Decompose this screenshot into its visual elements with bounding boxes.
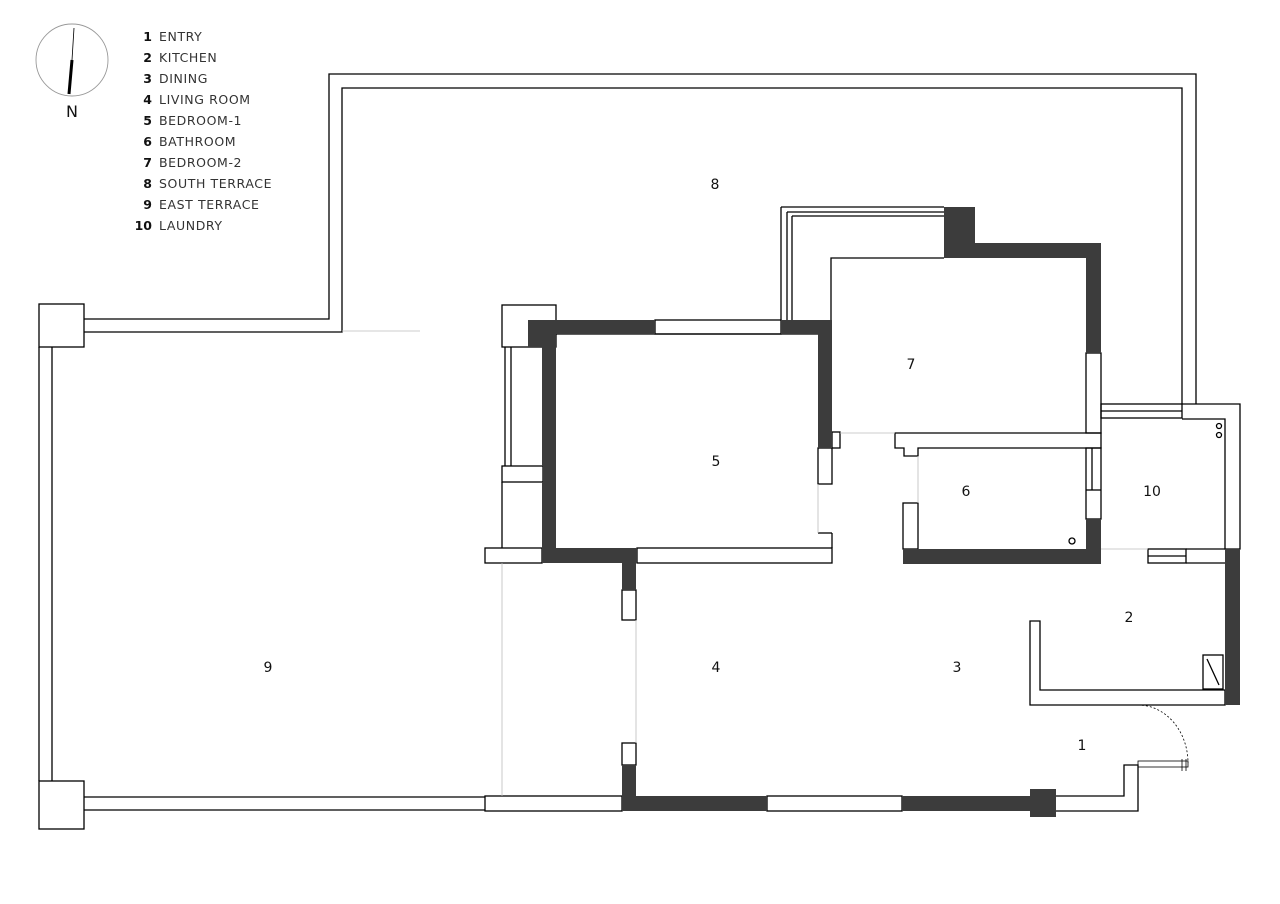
north-label: N bbox=[66, 102, 78, 121]
legend-number: 6 bbox=[143, 134, 152, 149]
north-arrow: N bbox=[35, 23, 109, 121]
legend-number: 4 bbox=[143, 92, 152, 107]
wall-bathroom bbox=[903, 519, 1101, 564]
window-bedroom1-south bbox=[654, 319, 782, 335]
legend-item: 9 EAST TERRACE bbox=[128, 194, 272, 215]
south-terrace-wall bbox=[84, 73, 1197, 404]
legend-item: 6 BATHROOM bbox=[128, 131, 272, 152]
legend-number: 8 bbox=[143, 176, 152, 191]
corner-column-top bbox=[38, 303, 85, 348]
room-label-4: 4 bbox=[712, 660, 721, 676]
room-label-10: 10 bbox=[1143, 484, 1161, 500]
room-label-3: 3 bbox=[953, 660, 962, 676]
south-terrace-wall-inner bbox=[84, 87, 1183, 404]
room-label-9: 9 bbox=[264, 660, 273, 676]
legend-number: 9 bbox=[143, 197, 152, 212]
legend-item: 7 BEDROOM-2 bbox=[128, 152, 272, 173]
wall-bedroom1 bbox=[528, 320, 655, 563]
legend-label: KITCHEN bbox=[159, 50, 218, 65]
window-bottom-mid bbox=[766, 795, 903, 812]
legend-number: 5 bbox=[143, 113, 152, 128]
legend-item: 10 LAUNDRY bbox=[128, 215, 272, 236]
compass-icon bbox=[35, 23, 109, 97]
legend-label: BATHROOM bbox=[159, 134, 237, 149]
room-label-8: 8 bbox=[711, 177, 720, 193]
legend-item: 3 DINING bbox=[128, 68, 272, 89]
legend-item: 4 LIVING ROOM bbox=[128, 89, 272, 110]
room-label-2: 2 bbox=[1125, 610, 1134, 626]
legend-label: LIVING ROOM bbox=[159, 92, 251, 107]
room-labels: 1 2 3 4 5 6 7 8 9 10 bbox=[264, 177, 1161, 754]
room-label-6: 6 bbox=[962, 484, 971, 500]
legend-item: 8 SOUTH TERRACE bbox=[128, 173, 272, 194]
legend-label: DINING bbox=[159, 71, 208, 86]
entry-wall bbox=[1056, 764, 1139, 812]
room-label-1: 1 bbox=[1078, 738, 1087, 754]
entry-door-swing bbox=[1137, 704, 1189, 764]
wall-bottom bbox=[622, 796, 767, 811]
legend-label: LAUNDRY bbox=[159, 218, 223, 233]
legend-label: ENTRY bbox=[159, 29, 203, 44]
legend-item: 2 KITCHEN bbox=[128, 47, 272, 68]
kitchen-counter bbox=[1029, 620, 1226, 706]
legend-number: 10 bbox=[134, 218, 152, 233]
window-bottom-left bbox=[484, 795, 623, 812]
room-label-5: 5 bbox=[712, 454, 721, 470]
legend-label: BEDROOM-2 bbox=[159, 155, 243, 170]
legend-label: SOUTH TERRACE bbox=[159, 176, 273, 191]
legend-number: 1 bbox=[143, 29, 152, 44]
legend-number: 7 bbox=[143, 155, 152, 170]
wall-bedroom2 bbox=[944, 207, 1101, 353]
corner-column-bottom bbox=[38, 780, 85, 830]
legend-item: 1 ENTRY bbox=[128, 26, 272, 47]
wall-kitchen-east bbox=[1225, 549, 1240, 705]
legend-label: BEDROOM-1 bbox=[159, 113, 243, 128]
room-label-7: 7 bbox=[907, 357, 916, 373]
legend-item: 5 BEDROOM-1 bbox=[128, 110, 272, 131]
kitchen-sink bbox=[1202, 654, 1224, 690]
legend-number: 3 bbox=[143, 71, 152, 86]
column-entry bbox=[1030, 789, 1056, 817]
legend-number: 2 bbox=[143, 50, 152, 65]
entry-door bbox=[1137, 760, 1189, 768]
legend-label: EAST TERRACE bbox=[159, 197, 260, 212]
